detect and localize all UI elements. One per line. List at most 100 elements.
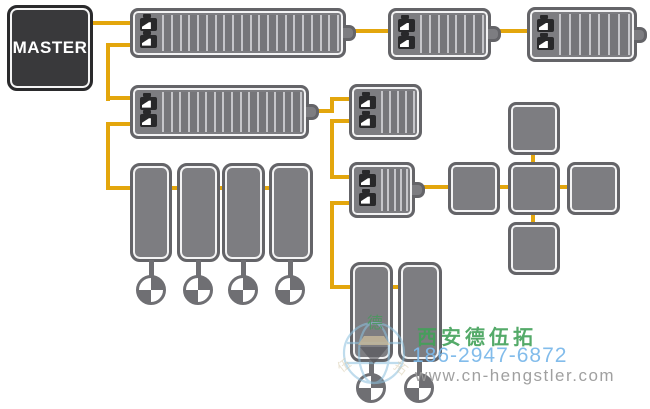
terminal-slat: [239, 92, 249, 132]
junction-box-right: [567, 162, 620, 215]
ethernet-port-icon: [140, 110, 157, 128]
master-label: MASTER: [12, 38, 88, 57]
terminal-slat: [222, 92, 231, 132]
drive-6: [398, 262, 442, 362]
ethernet-port-icon: [359, 110, 376, 128]
terminal-slat: [618, 14, 631, 55]
bus-wire: [106, 43, 132, 47]
port-column: [136, 92, 161, 132]
ethernet-port-icon: [140, 30, 157, 48]
io-module-row1-mid: [388, 8, 501, 60]
drive-3: [222, 163, 265, 262]
terminal-slat: [282, 92, 292, 132]
terminal-slat: [559, 14, 569, 55]
motor-stem: [196, 260, 201, 277]
motor-icon: [183, 275, 213, 305]
terminal-slat: [205, 15, 215, 51]
terminal-slat: [437, 15, 447, 53]
terminal-slat: [162, 92, 171, 132]
terminal-slats: [381, 91, 415, 133]
terminal-slat: [302, 15, 311, 51]
terminal-slats: [559, 14, 631, 55]
port-column: [394, 15, 419, 53]
bus-wire: [106, 122, 110, 190]
drive-1: [130, 163, 172, 262]
bus-wire: [330, 97, 352, 101]
bus-wire: [330, 119, 352, 123]
io-module-small-b: [349, 162, 425, 218]
terminal-slat: [205, 92, 214, 132]
motor-icon: [136, 275, 166, 305]
terminal-slat: [568, 14, 579, 55]
bus-wire: [354, 29, 390, 33]
terminal-slat: [188, 15, 197, 51]
coupler-nub: [306, 104, 319, 120]
terminal-slat: [265, 92, 275, 132]
bus-wire: [92, 21, 132, 25]
ethernet-port-icon: [359, 92, 376, 110]
motor-icon: [228, 275, 258, 305]
junction-box-top: [508, 102, 560, 155]
terminal-slat: [284, 15, 294, 51]
terminal-slat: [249, 15, 259, 51]
terminal-slat: [179, 92, 188, 132]
bus-wire: [106, 122, 132, 126]
terminal-slat: [293, 15, 302, 51]
terminal-slat: [213, 92, 223, 132]
port-column: [533, 14, 558, 55]
terminal-slat: [608, 14, 619, 55]
ethernet-port-icon: [140, 14, 157, 32]
coupler-nub: [488, 26, 501, 42]
coupler-nub: [412, 182, 425, 198]
terminal-slat: [162, 15, 171, 51]
terminal-slat: [464, 15, 474, 53]
ethernet-port-icon: [537, 33, 554, 50]
terminal-slat: [397, 91, 405, 133]
bus-wire: [106, 43, 110, 101]
port-column: [136, 14, 161, 51]
terminal-slats: [162, 15, 339, 51]
ethernet-port-icon: [359, 170, 376, 188]
terminal-slat: [232, 15, 241, 51]
port-column: [355, 169, 380, 211]
bus-wire: [330, 119, 334, 179]
terminal-slat: [231, 92, 240, 132]
io-module-row1-right: [527, 7, 647, 62]
terminal-slat: [310, 15, 320, 51]
bus-wire: [330, 97, 334, 113]
bus-wire: [421, 185, 450, 189]
watermark-logo-char-left: 伍: [334, 355, 353, 375]
junction-box-center: [508, 162, 560, 215]
terminal-slat: [381, 169, 388, 211]
bus-wire: [330, 175, 352, 179]
terminal-slat: [588, 14, 599, 55]
io-module-small-a: [349, 84, 422, 140]
terminal-slats: [162, 92, 302, 132]
terminal-slat: [240, 15, 250, 51]
terminal-slat: [291, 92, 302, 132]
terminal-slat: [446, 15, 456, 53]
coupler-nub: [634, 26, 647, 43]
terminal-slat: [196, 92, 206, 132]
terminal-slat: [275, 15, 285, 51]
terminal-slat: [214, 15, 224, 51]
watermark-website-text: www.cn-hengstler.com: [415, 366, 616, 385]
terminal-slat: [393, 169, 400, 211]
terminal-slats: [420, 15, 485, 53]
terminal-slat: [319, 15, 329, 51]
terminal-slat: [381, 91, 389, 133]
terminal-slats: [381, 169, 408, 211]
port-column: [355, 91, 380, 133]
bus-wire: [498, 185, 511, 189]
junction-box-left: [448, 162, 500, 215]
drive-5: [350, 262, 393, 362]
motor-icon: [356, 373, 386, 403]
ethernet-port-icon: [398, 15, 415, 32]
ethernet-port-icon: [537, 15, 554, 32]
motor-stem: [149, 260, 154, 277]
terminal-slat: [187, 92, 197, 132]
io-module-row1-large: [130, 8, 356, 58]
terminal-slat: [578, 14, 589, 55]
terminal-slat: [420, 15, 429, 53]
terminal-slat: [389, 91, 397, 133]
